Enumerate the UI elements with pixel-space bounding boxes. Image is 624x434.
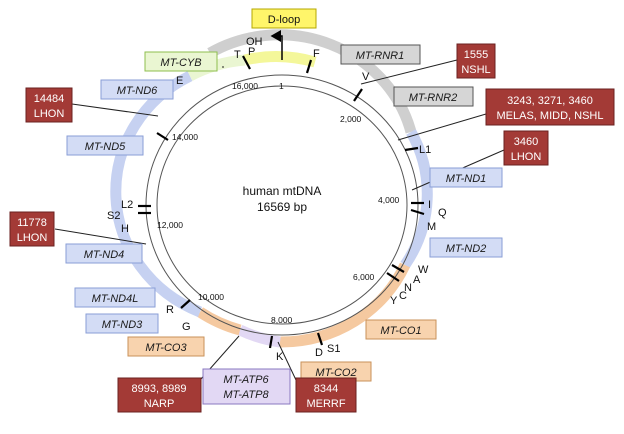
- trna-l2: L2: [121, 199, 133, 211]
- trna-a: A: [413, 274, 421, 286]
- trna-w: W: [418, 264, 429, 276]
- trna-r: R: [166, 304, 174, 316]
- gene-mt-co2: MT-CO2: [315, 367, 356, 379]
- dloop-label: D-loop: [268, 14, 300, 26]
- ring-segment-nd1-nd2: [400, 129, 433, 269]
- disease-8344-name: MERRF: [306, 398, 345, 410]
- ring-segment-dloop: [243, 51, 317, 68]
- disease-labels: 1555 NSHL 3243, 3271, 3460 MELAS, MIDD, …: [9, 43, 615, 413]
- trna-h: H: [121, 223, 129, 235]
- gene-mt-nd2: MT-ND2: [446, 243, 487, 255]
- trna-m: M: [427, 221, 436, 233]
- gene-mt-nd5: MT-ND5: [85, 141, 126, 153]
- tick-16000: 16,000: [232, 81, 258, 91]
- gene-mt-co3: MT-CO3: [145, 342, 187, 354]
- trna-y: Y: [390, 295, 398, 307]
- disease-14484-name: LHON: [34, 108, 65, 120]
- gene-mt-nd3: MT-ND3: [102, 319, 143, 331]
- tick-6000: 6,000: [353, 272, 375, 282]
- trna-q: Q: [438, 207, 447, 219]
- disease-1555-pos: 1555: [464, 49, 488, 61]
- trna-labels: T P F V E L1 I Q M W A N C Y S1 D K G R …: [107, 46, 447, 363]
- tick-12000: 12,000: [157, 220, 183, 230]
- gene-mt-nd6: MT-ND6: [117, 85, 158, 97]
- trna-d: D: [315, 347, 323, 359]
- ring-segment-co3: [196, 307, 242, 336]
- tick-2000: 2,000: [340, 114, 362, 124]
- gene-mt-rnr1: MT-RNR1: [356, 50, 405, 62]
- disease-8993-pos: 8993, 8989: [131, 383, 186, 395]
- trna-n: N: [404, 282, 412, 294]
- ring-segment-atp: [237, 324, 281, 348]
- disease-1555-name: NSHL: [461, 64, 490, 76]
- trna-i: I: [428, 199, 431, 211]
- tick-14000: 14,000: [172, 132, 198, 142]
- dloop-box: [251, 8, 317, 29]
- disease-11778-pos: 11778: [17, 217, 47, 229]
- disease-3243-name: MELAS, MIDD, NSHL: [497, 110, 604, 122]
- gene-mt-cyb: MT-CYB: [160, 57, 201, 69]
- disease-8344-pos: 8344: [314, 383, 338, 395]
- disease-8993-name: NARP: [144, 398, 175, 410]
- trna-s2: S2: [107, 210, 120, 222]
- ring-inner-line: [156, 85, 408, 325]
- disease-3243-pos: 3243, 3271, 3460: [507, 95, 593, 107]
- tick-8000: 8,000: [271, 315, 293, 325]
- gene-mt-atp6: MT-ATP6: [223, 374, 269, 386]
- trna-s1: S1: [327, 343, 340, 355]
- oh-arrow: [270, 30, 283, 60]
- gene-mt-atp8: MT-ATP8: [223, 389, 269, 401]
- gene-mt-co1: MT-CO1: [380, 325, 421, 337]
- trna-l1: L1: [419, 144, 431, 156]
- disease-3460-pos: 3460: [514, 136, 538, 148]
- gene-mt-nd1: MT-ND1: [446, 173, 487, 185]
- genome-size: 16569 bp: [257, 200, 307, 214]
- disease-11778-name: LHON: [17, 232, 48, 244]
- trna-v: V: [362, 71, 370, 83]
- trna-f: F: [313, 48, 320, 60]
- tick-4000: 4,000: [378, 195, 400, 205]
- ring-segment-nd3-nd6: [110, 71, 203, 318]
- tick-10000: 10,000: [198, 292, 224, 302]
- trna-p: P: [248, 46, 255, 58]
- trna-k: K: [276, 351, 284, 363]
- trna-g: G: [182, 321, 191, 333]
- gene-mt-nd4l: MT-ND4L: [92, 293, 139, 305]
- trna-e: E: [176, 75, 183, 87]
- gene-mt-rnr2: MT-RNR2: [409, 92, 458, 104]
- trna-marks: [138, 55, 425, 349]
- disease-3460-name: LHON: [511, 151, 542, 163]
- trna-c: C: [399, 290, 407, 302]
- tick-1: 1: [279, 81, 284, 91]
- gene-labels: MT-RNR1 MT-RNR2 MT-ND1 MT-ND2 MT-CO1 MT-…: [65, 44, 503, 405]
- gene-mt-nd4: MT-ND4: [84, 249, 125, 261]
- connector-lines: [54, 59, 505, 381]
- oh-label: OH: [246, 36, 263, 48]
- genome-name: human mtDNA: [243, 184, 322, 198]
- ring-segment-co: [279, 262, 410, 348]
- disease-14484-pos: 14484: [34, 93, 65, 105]
- position-ticks: 16,000 1 2,000 4,000 6,000 8,000 10,000 …: [157, 81, 400, 325]
- trna-t: T: [234, 49, 241, 61]
